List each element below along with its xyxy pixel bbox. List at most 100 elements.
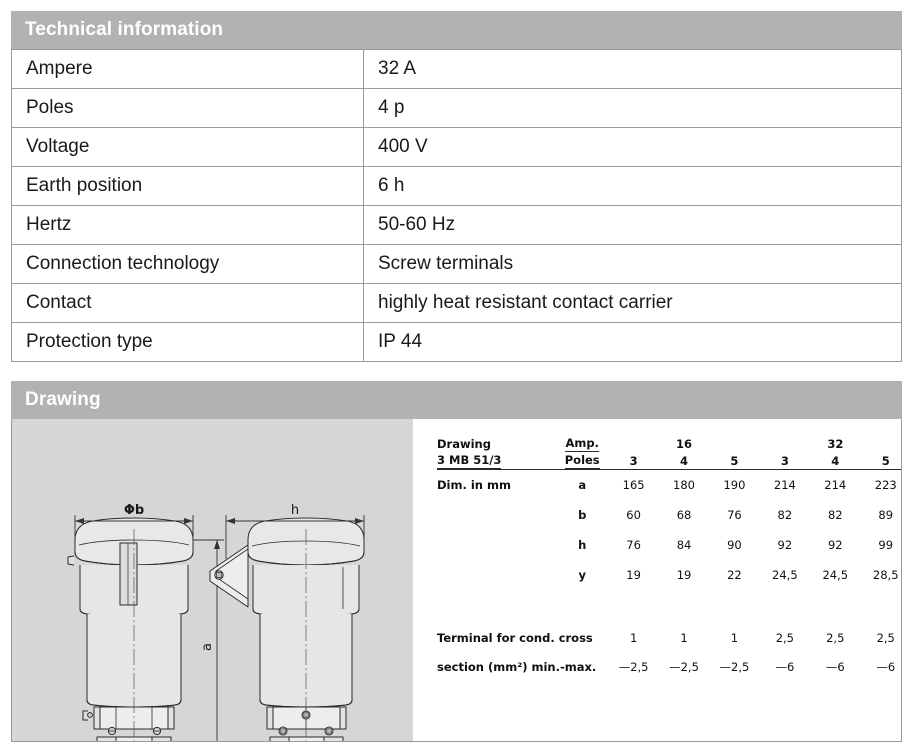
gap-16-4 — [659, 590, 709, 624]
table-row: section (mm²) min.-max. —2,5 —2,5 —2,5 —… — [437, 652, 901, 682]
dim-b-32-5: 89 — [878, 508, 894, 522]
poles-col-16-5: 5 — [709, 452, 760, 470]
dim-y-32-4: 24,5 — [822, 568, 849, 582]
spec-key: Protection type — [11, 322, 364, 362]
amp-label: Amp. — [556, 435, 608, 452]
amp-group-16: 16 — [676, 436, 693, 451]
terminal-32-5: 2,5 — [876, 631, 895, 645]
dimension-label-diameter-b: Φb — [124, 503, 144, 518]
dim-h-32-3: 92 — [777, 538, 793, 552]
section-16-3: —2,5 — [618, 660, 649, 674]
spec-value: 50-60 Hz — [363, 205, 902, 245]
gap-label — [437, 590, 556, 624]
gap-32-5 — [860, 590, 901, 624]
spec-key: Poles — [11, 88, 364, 128]
table-row: Contact highly heat resistant contact ca… — [11, 283, 902, 323]
gap-16-3 — [608, 590, 658, 624]
table-row: h 76 84 90 92 92 99 — [437, 530, 901, 560]
dim-y-16-4: 19 — [676, 568, 692, 582]
spec-value: 32 A — [363, 49, 902, 89]
amp-label-text: Amp. — [565, 435, 599, 452]
dim-y-16-5: 22 — [727, 568, 742, 582]
dimension-table: Drawing Amp. 16 32 3 MB 51/3 — [437, 435, 901, 682]
table-row: Protection type IP 44 — [11, 322, 902, 362]
dim-y-32-5: 28,5 — [872, 568, 899, 582]
drawing-title-line2: 3 MB 51/3 — [437, 452, 556, 470]
plug-drawing-svg: Φb a h Φy — [67, 503, 365, 741]
section-16-4: —2,5 — [669, 660, 699, 674]
spec-key: Voltage — [11, 127, 364, 167]
dim-a-32-4: 214 — [824, 478, 847, 492]
dim-h-16-4: 84 — [676, 538, 692, 552]
dim-a-16-5: 190 — [723, 478, 746, 492]
dim-b-16-3: 60 — [626, 508, 641, 522]
dim-h-16-3: 76 — [626, 538, 641, 552]
table-row: Ampere 32 A — [11, 49, 902, 89]
dim-a-32-5: 223 — [874, 478, 897, 492]
dim-b-32-4: 82 — [827, 508, 843, 522]
section-label: section (mm²) min.-max. — [437, 660, 597, 674]
dimension-table-header-row: Drawing Amp. 16 32 — [437, 435, 901, 452]
drawing-code-text: 3 MB 51/3 — [437, 452, 502, 469]
section-32-5: —6 — [876, 660, 896, 674]
drawing-body: Φb a h Φy Drawi — [11, 419, 902, 742]
technical-information-section: Technical information Ampere 32 A Poles … — [11, 11, 902, 362]
gap-16-5 — [709, 590, 759, 624]
terminal-16-4: 1 — [680, 631, 688, 645]
spec-key: Ampere — [11, 49, 364, 89]
dim-b-16-4: 68 — [676, 508, 692, 522]
dim-y-16-3: 19 — [626, 568, 641, 582]
table-row: Dim. in mm a 165 180 190 214 214 223 — [437, 470, 901, 501]
terminal-16-5: 1 — [730, 631, 739, 645]
technical-information-table: Ampere 32 A Poles 4 p Voltage 400 V Eart… — [11, 49, 902, 362]
spec-key: Hertz — [11, 205, 364, 245]
poles-col-32-3: 3 — [759, 452, 811, 470]
dimension-label-h: h — [291, 503, 299, 518]
poles-label-text: Poles — [564, 452, 600, 469]
dim-y-32-3: 24,5 — [772, 568, 798, 582]
spec-value: 4 p — [363, 88, 902, 128]
dim-h-32-5: 99 — [878, 538, 894, 552]
dim-row-spacer-b — [437, 500, 556, 530]
terminal-16-3: 1 — [629, 631, 638, 645]
dim-h-16-5: 90 — [727, 538, 742, 552]
plug-technical-drawing: Φb a h Φy — [12, 419, 413, 741]
section-32-3: —6 — [775, 660, 795, 674]
terminal-32-4: 2,5 — [826, 631, 845, 645]
amp-group-32: 32 — [827, 436, 844, 451]
dim-symbol-b: b — [578, 508, 587, 522]
drawing-header: Drawing — [11, 381, 902, 419]
table-row: Poles 4 p — [11, 88, 902, 128]
dim-in-mm-label: Dim. in mm — [437, 478, 511, 492]
poles-col-32-5: 5 — [860, 452, 901, 470]
section-32-4: —6 — [825, 660, 845, 674]
spec-value: 6 h — [363, 166, 902, 206]
dim-b-16-5: 76 — [727, 508, 742, 522]
table-row: Hertz 50-60 Hz — [11, 205, 902, 245]
poles-label: Poles — [555, 452, 609, 470]
dim-a-16-4: 180 — [673, 478, 695, 492]
dim-symbol-y: y — [578, 568, 586, 582]
table-row: Terminal for cond. cross 1 1 1 2,5 2,5 2… — [437, 624, 901, 652]
dim-symbol-a: a — [578, 478, 587, 492]
dim-h-32-4: 92 — [827, 538, 843, 552]
dim-symbol-h: h — [578, 538, 587, 552]
table-row: Connection technology Screw terminals — [11, 244, 902, 284]
dim-row-spacer-h — [437, 530, 556, 560]
dim-a-16-3: 165 — [622, 478, 645, 492]
section-16-5: —2,5 — [719, 660, 750, 674]
table-row: b 60 68 76 82 82 89 — [437, 500, 901, 530]
spec-key: Contact — [11, 283, 364, 323]
dimension-table-poles-row: 3 MB 51/3 Poles 3 4 5 3 4 5 — [437, 452, 901, 470]
table-row: Voltage 400 V — [11, 127, 902, 167]
spec-value: 400 V — [363, 127, 902, 167]
dimension-label-a: a — [200, 643, 215, 651]
dim-b-32-3: 82 — [777, 508, 793, 522]
spec-value: highly heat resistant contact carrier — [363, 283, 902, 323]
dimension-table-container: Drawing Amp. 16 32 3 MB 51/3 — [413, 419, 901, 741]
spec-key: Earth position — [11, 166, 364, 206]
gap-symbol — [556, 590, 608, 624]
terminal-label: Terminal for cond. cross — [437, 631, 593, 645]
dim-row-spacer-y — [437, 560, 556, 590]
